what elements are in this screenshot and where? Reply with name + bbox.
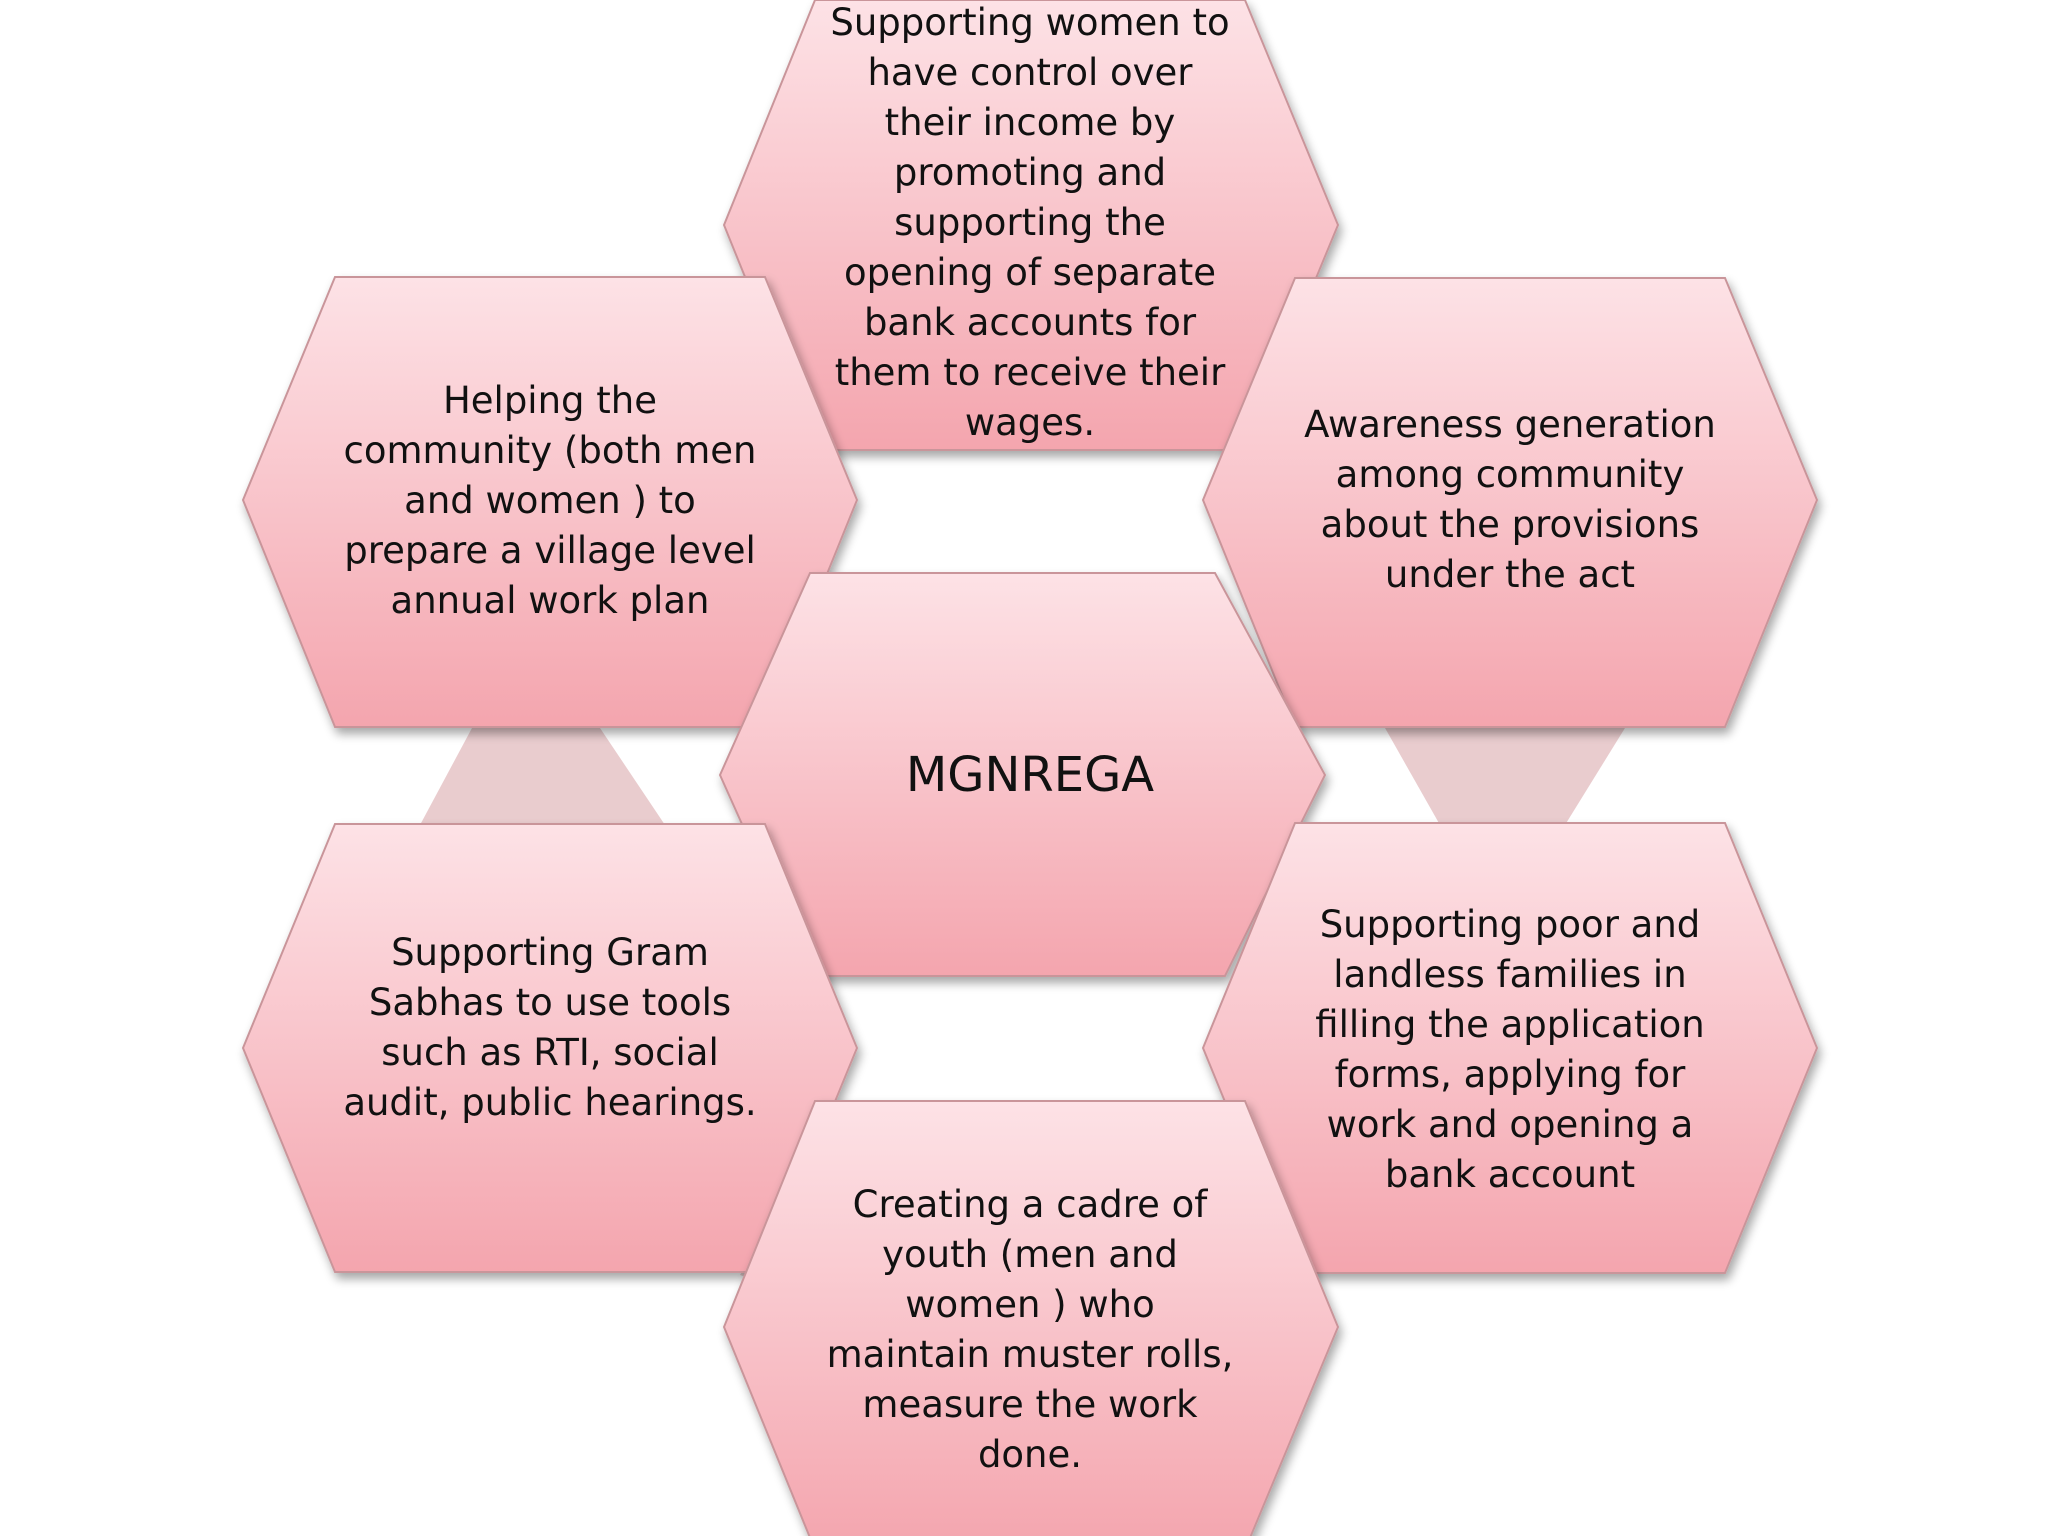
hex-label-upper-left: Helping the community (both men and wome… (320, 358, 780, 643)
hex-label-bottom: Creating a cadre of youth (men and women… (800, 1175, 1260, 1485)
hex-bottom (722, 1100, 1340, 1536)
connector-left (420, 728, 665, 825)
hex-label-lower-right: Supporting poor and landless families in… (1280, 900, 1740, 1200)
hex-text-lower-left: Supporting Gram Sabhas to use tools such… (343, 931, 757, 1124)
hex-lower-left (241, 823, 859, 1273)
hex-label-lower-left: Supporting Gram Sabhas to use tools such… (320, 918, 780, 1138)
hex-label-center: MGNREGA (820, 740, 1240, 810)
hex-text-lower-right: Supporting poor and landless families in… (1315, 903, 1705, 1196)
hex-label-top: Supporting women to have control over th… (800, 0, 1260, 445)
hex-text-top: Supporting women to have control over th… (830, 0, 1230, 444)
connector-right (1385, 728, 1625, 825)
hex-text-bottom: Creating a cadre of youth (men and women… (826, 1183, 1234, 1476)
hex-upper-left (241, 276, 859, 728)
hex-text-upper-left: Helping the community (both men and wome… (343, 378, 757, 622)
hex-label-upper-right: Awareness generation among community abo… (1280, 395, 1740, 605)
hexagons-group (241, 0, 1819, 1536)
center-title: MGNREGA (905, 747, 1155, 803)
hex-text-upper-right: Awareness generation among community abo… (1304, 403, 1716, 596)
